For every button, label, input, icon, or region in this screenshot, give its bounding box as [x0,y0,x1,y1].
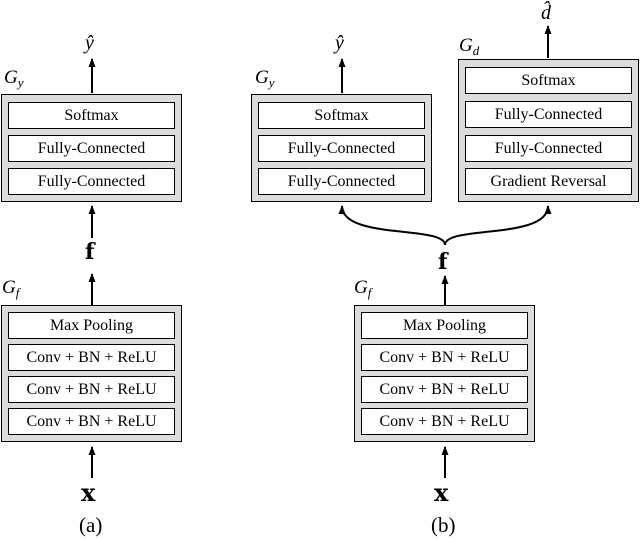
output-symbol-b: ŷ [335,32,344,54]
layer-fully-connected: Fully-Connected [258,168,425,195]
feature-symbol-b: f [438,249,448,275]
label-predictor-module-b: Softmax Fully-Connected Fully-Connected [251,94,432,202]
layer-fully-connected: Fully-Connected [8,135,175,162]
branch-b-feature-to-domain [444,205,552,246]
layer-fully-connected: Fully-Connected [8,168,175,195]
layer-softmax: Softmax [465,67,632,94]
feature-extractor-module-b: Max Pooling Conv + BN + ReLU Conv + BN +… [354,305,535,442]
layer-conv-bn-relu: Conv + BN + ReLU [361,408,528,435]
layer-softmax: Softmax [8,102,175,129]
label-extractor-a: Gf [2,277,20,300]
layer-conv-bn-relu: Conv + BN + ReLU [361,376,528,403]
layer-max-pooling: Max Pooling [361,312,528,339]
feature-symbol-a: f [85,239,95,265]
layer-fully-connected: Fully-Connected [465,135,632,162]
feature-extractor-module-a: Max Pooling Conv + BN + ReLU Conv + BN +… [1,305,182,442]
layer-max-pooling: Max Pooling [8,312,175,339]
layer-softmax: Softmax [258,102,425,129]
layer-conv-bn-relu: Conv + BN + ReLU [8,408,175,435]
layer-conv-bn-relu: Conv + BN + ReLU [8,376,175,403]
domain-classifier-module-b: Softmax Fully-Connected Fully-Connected … [458,59,639,202]
layer-conv-bn-relu: Conv + BN + ReLU [361,344,528,371]
label-predictor-module-a: Softmax Fully-Connected Fully-Connected [1,94,182,202]
domain-output-symbol-b: d̂ [541,2,551,24]
label-predictor-a: Gy [4,67,24,90]
layer-fully-connected: Fully-Connected [258,135,425,162]
caption-a: (a) [79,513,103,537]
label-extractor-b: Gf [354,277,372,300]
input-symbol-b: x [434,478,449,507]
layer-gradient-reversal: Gradient Reversal [465,168,632,195]
label-domain-classifier-b: Gd [459,35,480,58]
caption-b: (b) [431,513,456,537]
branch-b-feature-to-predictor [338,205,446,246]
layer-fully-connected: Fully-Connected [465,101,632,128]
output-symbol-a: ŷ [85,32,94,54]
input-symbol-a: x [81,478,96,507]
layer-conv-bn-relu: Conv + BN + ReLU [8,344,175,371]
label-predictor-b: Gy [255,67,275,90]
